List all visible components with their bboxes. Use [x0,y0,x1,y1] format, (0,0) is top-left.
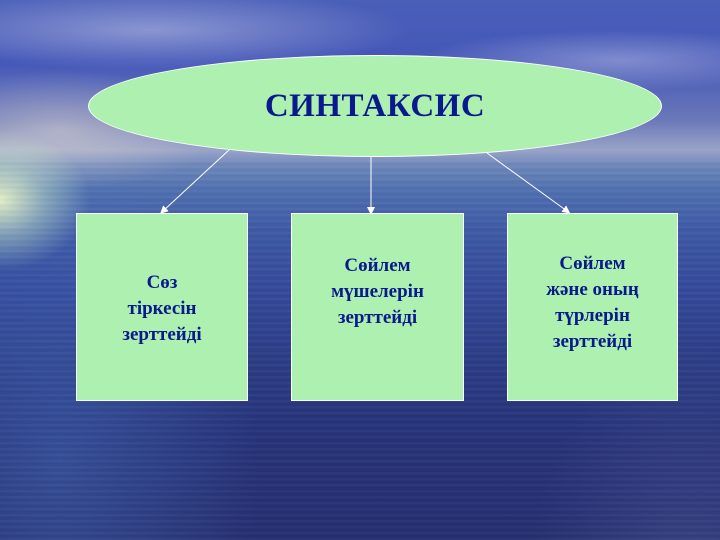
box-line: зерттейді [122,324,202,345]
box-line: Сөйлем [344,255,411,276]
connector-left [160,149,230,214]
box-line: мүшелерін [331,281,424,302]
syntax-ellipse: СИНТАКСИС [88,55,662,157]
box-line: Сөз [146,272,178,293]
box-line: түрлерін [555,305,630,326]
box-line: тіркесін [127,298,197,319]
box-line: зерттейді [337,307,418,328]
box-line: зерттейді [552,331,633,352]
slide-title: СИНТАКСИС [264,87,486,124]
box-sentence-types: Сөйлем және оның түрлерін зерттейді [507,213,678,401]
box-line: және оның [546,279,639,300]
connector-right [486,152,571,214]
box-line: Сөйлем [559,253,626,274]
box-phrase: Сөз тіркесін зерттейді [76,213,248,401]
box-sentence-members: Сөйлем мүшелерін зерттейді [291,213,464,401]
